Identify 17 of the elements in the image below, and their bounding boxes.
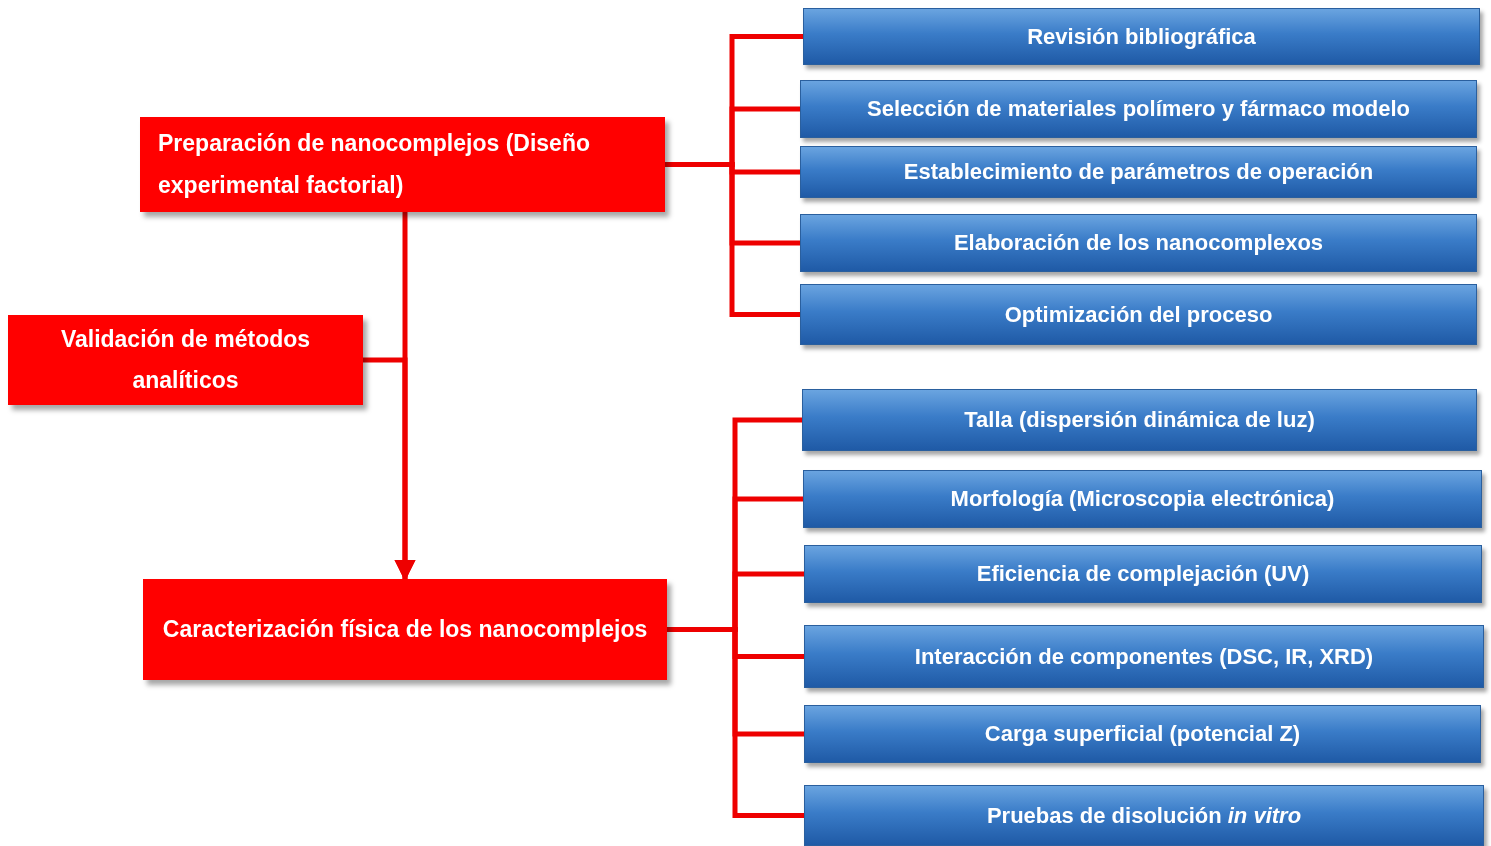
step-box: Interacción de componentes (DSC, IR, XRD) <box>804 625 1484 688</box>
connector-line <box>665 162 800 317</box>
step-box: Optimización del proceso <box>800 284 1477 345</box>
connector-line <box>667 627 804 818</box>
process-box: Preparación de nanocomplejos (Diseño experimental factorial) <box>140 117 665 212</box>
step-box: Establecimiento de parámetros de operación <box>800 146 1477 198</box>
arrow <box>363 357 416 582</box>
step-box: Morfología (Microscopia electrónica) <box>803 470 1482 528</box>
process-box: Validación de métodos analíticos <box>8 315 363 405</box>
step-box: Revisión bibliográfica <box>803 8 1480 65</box>
step-box: Pruebas de disolución in vitro <box>804 785 1484 846</box>
step-box: Talla (dispersión dinámica de luz) <box>802 389 1477 451</box>
step-box: Selección de materiales polímero y fármaco modelo <box>800 80 1477 138</box>
step-box: Eficiencia de complejación (UV) <box>804 545 1482 603</box>
step-box: Carga superficial (potencial Z) <box>804 705 1481 763</box>
step-box: Elaboración de los nanocomplexos <box>800 214 1477 272</box>
process-box: Caracterización física de los nanocomplejos <box>143 579 667 680</box>
